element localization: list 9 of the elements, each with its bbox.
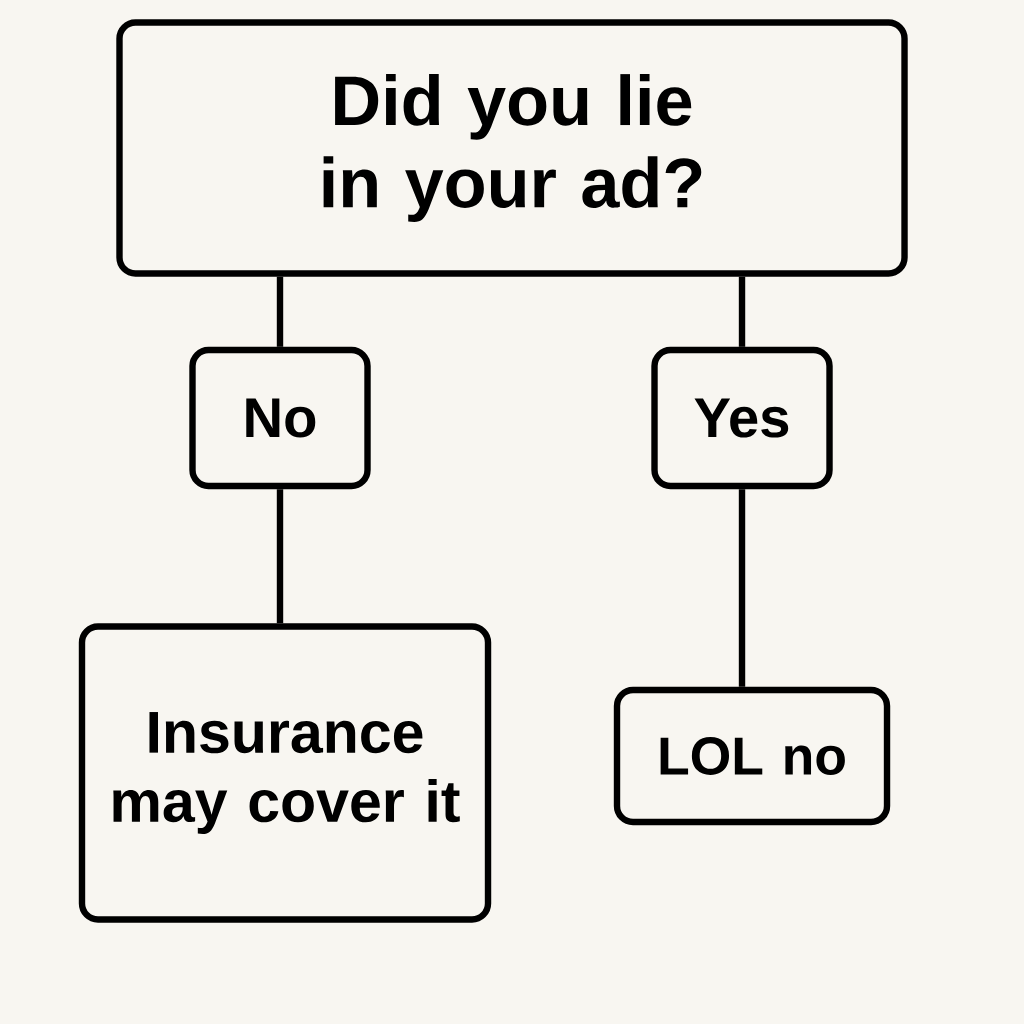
answer-box: Insurance may cover it (78, 623, 492, 923)
connector-line (738, 276, 746, 347)
connector-line (738, 489, 746, 687)
answer-box: No (189, 346, 371, 490)
answer-box: Yes (651, 346, 833, 490)
decision-box: Did you lie in your ad? (116, 19, 908, 277)
connector-line (276, 276, 284, 347)
answer-box: LOL no (613, 686, 891, 826)
connector-line (276, 489, 284, 624)
